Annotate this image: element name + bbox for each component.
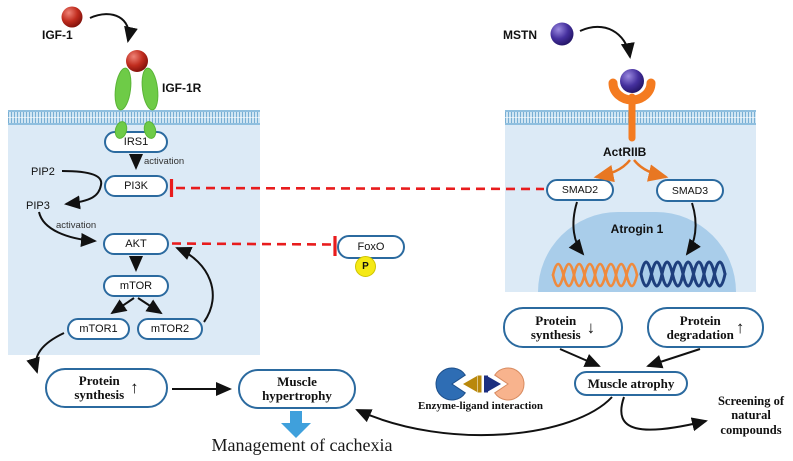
right-cell-membrane [505, 110, 756, 125]
degradation-to-atrophy-arrow [646, 348, 701, 369]
pip2-label: PIP2 [31, 166, 55, 178]
enzyme-ligand-label: Enzyme-ligand interaction [418, 400, 543, 412]
igf1-binding-arrow [89, 13, 138, 43]
pip3-label: PIP3 [26, 200, 50, 212]
down-arrow-glyph: ↓ [586, 317, 596, 337]
up-arrow-glyph: ↑ [130, 378, 139, 398]
node-irs1: IRS1 [104, 131, 168, 153]
enzyme-ligand-icon [435, 367, 525, 401]
node-foxo: FoxO [337, 235, 405, 259]
mstn-label: MSTN [503, 28, 537, 42]
ligand-pacman-peach [494, 367, 525, 401]
igf1-ligand-sphere [61, 6, 83, 28]
mstn-ligand-sphere [550, 22, 574, 46]
activation-label-2: activation [56, 220, 97, 231]
igf1r-label: IGF-1R [162, 81, 202, 95]
node-mtor1: mTOR1 [67, 318, 130, 340]
node-mtor: mTOR [103, 275, 169, 297]
actriib-label: ActRIIB [603, 145, 647, 159]
ligand-arrow-navy [487, 376, 501, 392]
igf1-label: IGF-1 [42, 28, 73, 42]
atrophy-to-screening-arrow [620, 396, 708, 432]
management-of-cachexia-label: Management of cachexia [211, 435, 393, 455]
up-arrow-glyph: ↑ [735, 317, 745, 337]
synthesis-down-to-atrophy-arrow [559, 348, 601, 367]
node-smad3: SMAD3 [656, 179, 724, 202]
left-cell-membrane [8, 110, 260, 125]
big-blue-down-arrow [281, 411, 311, 438]
atrogin1-label: Atrogin 1 [610, 222, 664, 236]
node-akt: AKT [103, 233, 169, 255]
node-muscle-atrophy: Muscle atrophy [574, 371, 688, 396]
mstn-bound-sphere [620, 69, 644, 93]
phosphorylation-badge: P [355, 256, 376, 277]
node-smad2: SMAD2 [546, 179, 614, 201]
enzyme-pacman-blue [435, 367, 466, 401]
node-mtor2: mTOR2 [137, 318, 203, 340]
mstn-binding-arrow [579, 25, 635, 59]
node-pi3k: PI3K [104, 175, 168, 197]
activation-label-1: activation [144, 156, 185, 167]
igf1-bound-sphere [126, 50, 148, 72]
ligand-arrow-gold [463, 376, 477, 392]
